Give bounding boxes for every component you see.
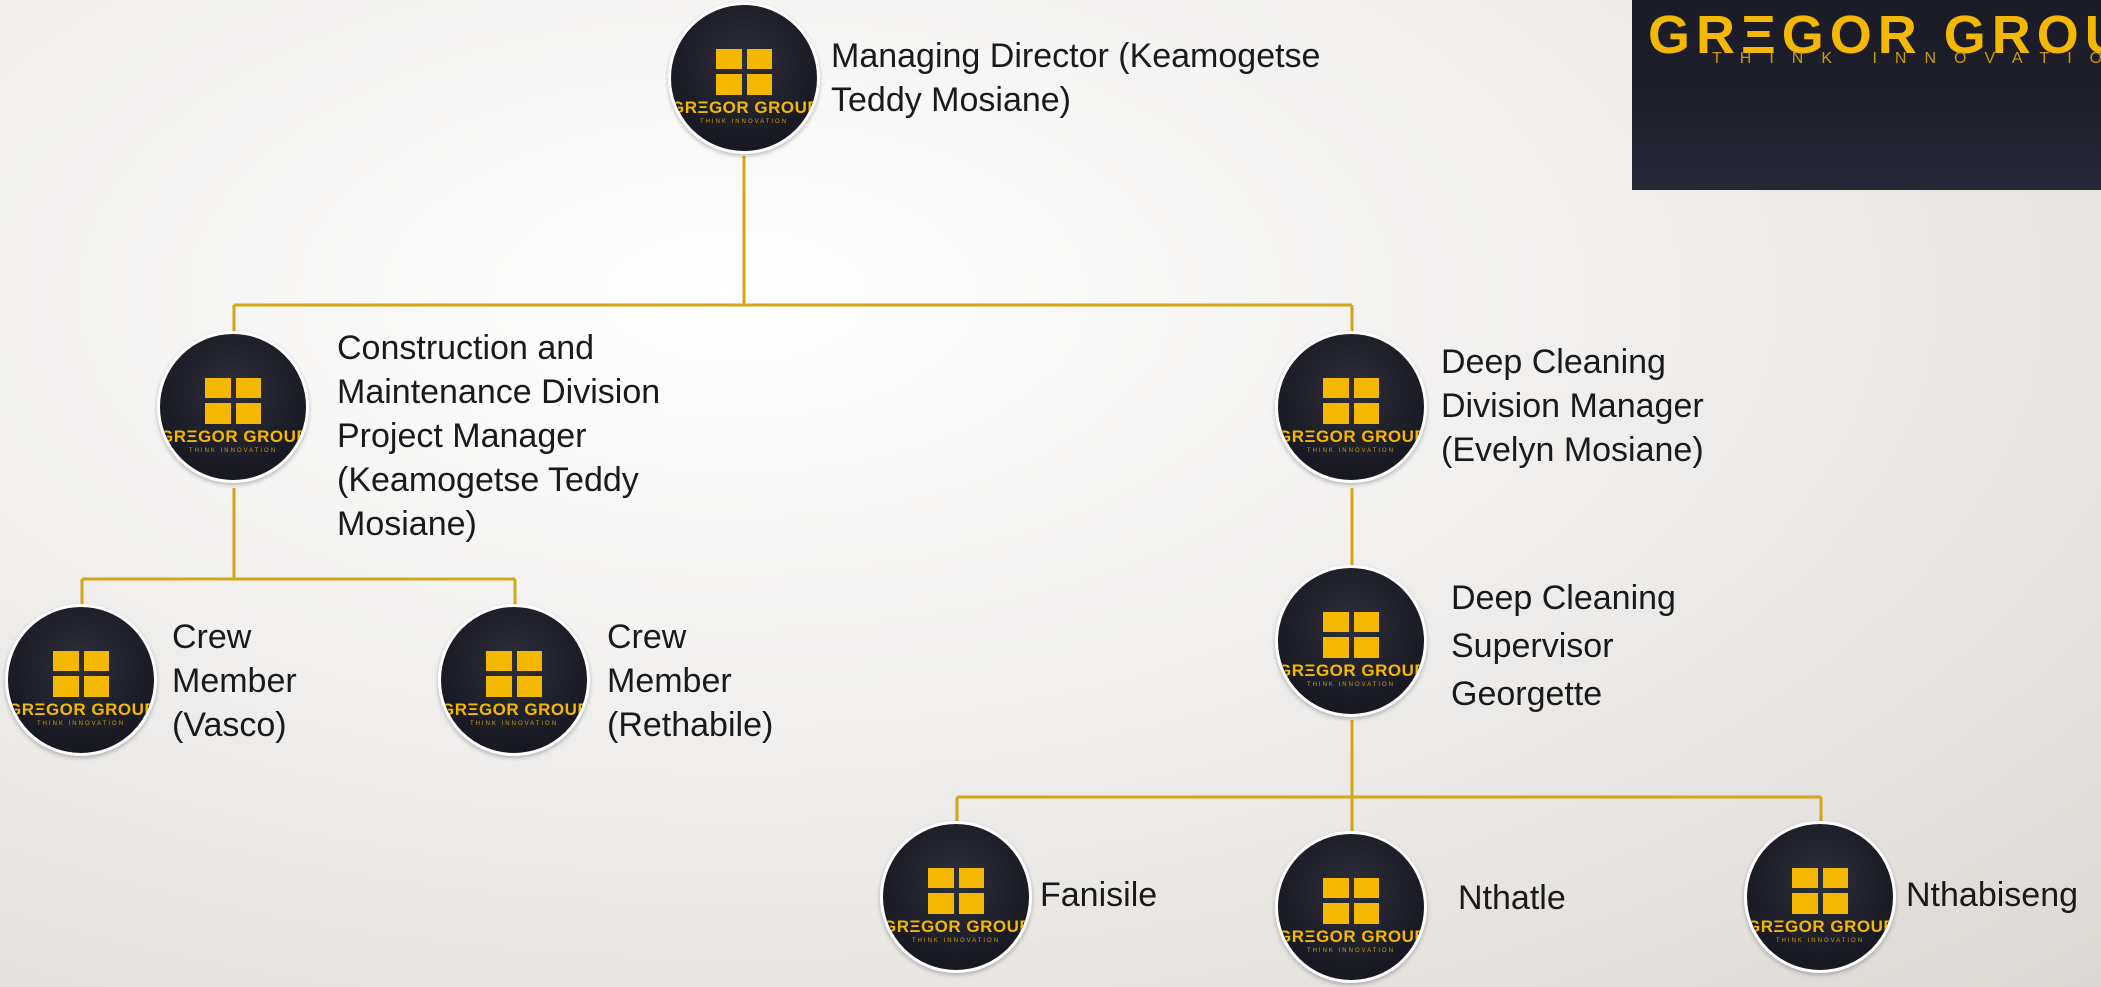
logo-grid-icon: [1323, 611, 1379, 658]
nthatle-label: Nthatle: [1458, 879, 1566, 917]
logo-grid-icon: [1323, 877, 1379, 924]
fanisile-avatar: GRΞGOR GROUP THINK INNOVATION: [880, 821, 1032, 973]
md-label: Managing Director (Keamogetse Teddy Mosi…: [831, 37, 1321, 119]
nthabiseng-label: Nthabiseng: [1906, 876, 2079, 914]
avatar-brand: GRΞGOR GROUP: [1278, 661, 1427, 681]
crew-vasco-avatar: GRΞGOR GROUP THINK INNOVATION: [5, 604, 157, 756]
deep-cleaning-supervisor-avatar: GRΞGOR GROUP THINK INNOVATION: [1275, 565, 1427, 717]
avatar-tagline: THINK INNOVATION: [188, 447, 278, 454]
avatar-tagline: THINK INNOVATION: [1306, 681, 1396, 688]
company-logo-text: GRΞGOR GROUP: [1648, 5, 2101, 65]
avatar-tagline: THINK INNOVATION: [1306, 947, 1396, 954]
logo-grid-icon: [205, 377, 261, 424]
crew-rethabile-label: Crew Member (Rethabile): [607, 618, 774, 744]
nthabiseng-avatar: GRΞGOR GROUP THINK INNOVATION: [1744, 821, 1896, 973]
crew-vasco-label: Crew Member (Vasco): [172, 618, 297, 744]
avatar-brand: GRΞGOR GROUP: [441, 700, 590, 720]
avatar-brand: GRΞGOR GROUP: [8, 700, 157, 720]
fanisile-label: Fanisile: [1040, 876, 1158, 914]
construction-pm-avatar: GRΞGOR GROUP THINK INNOVATION: [157, 331, 309, 483]
deep-cleaning-manager-avatar: GRΞGOR GROUP THINK INNOVATION: [1275, 331, 1427, 483]
avatar-brand: GRΞGOR GROUP: [671, 98, 820, 118]
construction-pm-label: Construction and Maintenance Division Pr…: [337, 329, 661, 543]
logo-grid-icon: [928, 867, 984, 914]
logo-grid-icon: [486, 650, 542, 697]
avatar-brand: GRΞGOR GROUP: [883, 917, 1032, 937]
logo-grid-icon: [1792, 867, 1848, 914]
crew-rethabile-avatar: GRΞGOR GROUP THINK INNOVATION: [438, 604, 590, 756]
logo-grid-icon: [1323, 377, 1379, 424]
avatar-tagline: THINK INNOVATION: [1306, 447, 1396, 454]
avatar-brand: GRΞGOR GROUP: [1278, 927, 1427, 947]
avatar-tagline: THINK INNOVATION: [469, 720, 559, 727]
logo-grid-icon: [53, 650, 109, 697]
avatar-tagline: THINK INNOVATION: [699, 118, 789, 125]
nthatle-avatar: GRΞGOR GROUP THINK INNOVATION: [1275, 831, 1427, 983]
avatar-tagline: THINK INNOVATION: [1775, 937, 1865, 944]
avatar-tagline: THINK INNOVATION: [911, 937, 1001, 944]
logo-grid-icon: [716, 48, 772, 95]
company-logo-tagline: THINK INNOVATION: [1712, 50, 2101, 67]
company-logo-banner: GRΞGOR GROUP THINK INNOVATION: [1632, 0, 2101, 190]
avatar-brand: GRΞGOR GROUP: [160, 427, 309, 447]
deep-cleaning-supervisor-label: Deep Cleaning Supervisor Georgette: [1451, 579, 1676, 713]
deep-cleaning-manager-label: Deep Cleaning Division Manager (Evelyn M…: [1441, 343, 1704, 469]
avatar-brand: GRΞGOR GROUP: [1278, 427, 1427, 447]
avatar-brand: GRΞGOR GROUP: [1747, 917, 1896, 937]
md-avatar: GRΞGOR GROUP THINK INNOVATION: [668, 2, 820, 154]
avatar-tagline: THINK INNOVATION: [36, 720, 126, 727]
